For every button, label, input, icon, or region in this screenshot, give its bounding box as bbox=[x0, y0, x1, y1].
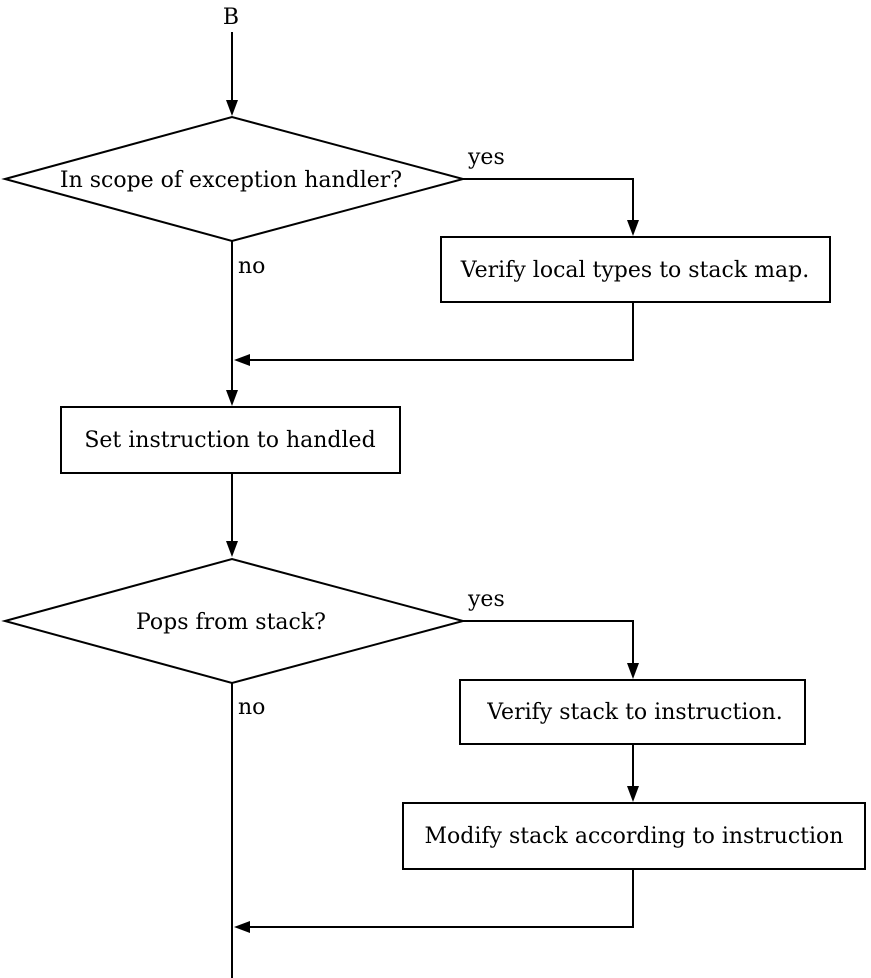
yes-label: yes bbox=[467, 145, 505, 170]
arrow-head bbox=[226, 390, 238, 406]
no-label: no bbox=[238, 254, 265, 279]
arrow-head bbox=[226, 541, 238, 557]
arrow-head bbox=[627, 786, 639, 802]
process-verify-stack-text: Verify stack to instruction. bbox=[486, 700, 783, 725]
process-verify-local-types-text: Verify local types to stack map. bbox=[460, 258, 809, 283]
process-set-handled-text: Set instruction to handled bbox=[84, 428, 375, 453]
connector-label: B bbox=[223, 5, 239, 30]
no-label: no bbox=[238, 695, 265, 720]
yes-branch-line bbox=[463, 621, 633, 663]
process-modify-stack-text: Modify stack according to instruction bbox=[425, 824, 844, 849]
decision-pops-from-stack-text: Pops from stack? bbox=[136, 610, 326, 635]
merge-line bbox=[250, 302, 633, 360]
yes-label: yes bbox=[467, 587, 505, 612]
arrow-head bbox=[226, 100, 238, 116]
merge-line bbox=[250, 869, 633, 927]
decision-exception-handler-text: In scope of exception handler? bbox=[60, 168, 402, 193]
yes-branch-line bbox=[463, 179, 633, 220]
arrow-head bbox=[234, 921, 250, 933]
arrow-head bbox=[234, 354, 250, 366]
arrow-head bbox=[627, 220, 639, 236]
arrow-head bbox=[627, 663, 639, 679]
